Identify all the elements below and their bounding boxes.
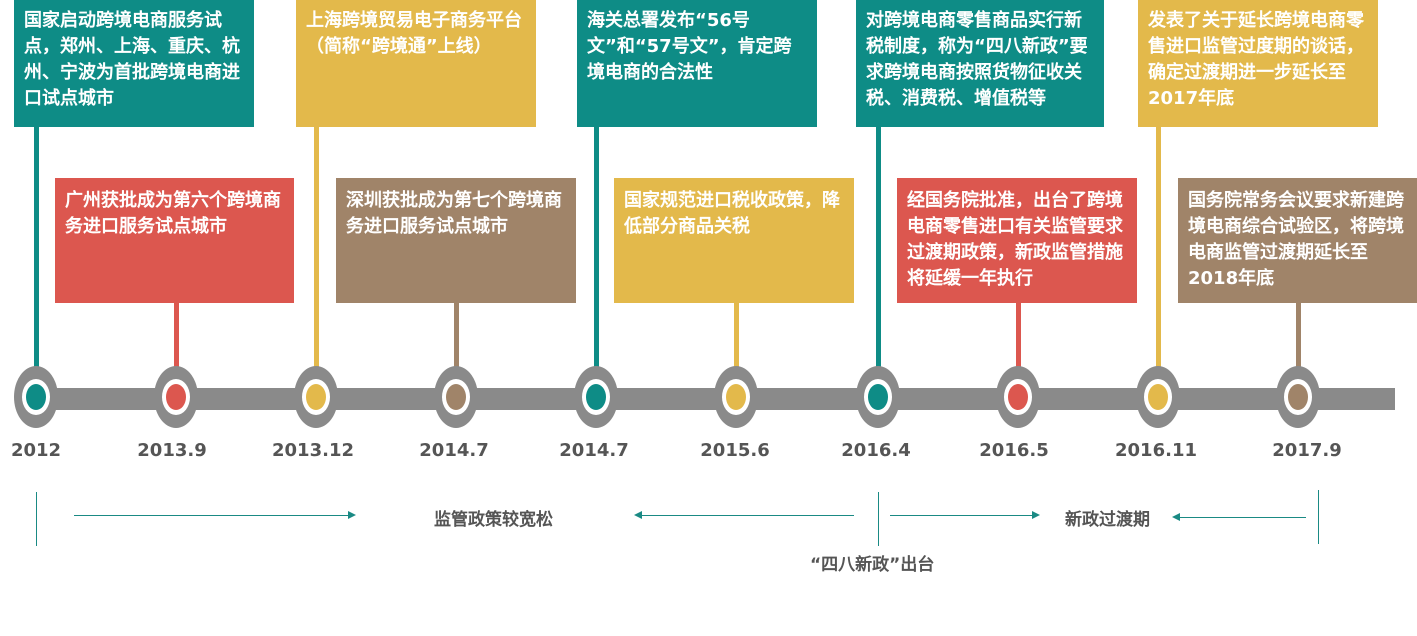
timeline-node (434, 366, 478, 428)
timeline-node (1136, 366, 1180, 428)
event-box-2014-7-b: 深圳获批成为第七个跨境商务进口服务试点城市 (336, 178, 576, 303)
period-arrow-line (74, 515, 348, 516)
period-arrow-line (642, 515, 854, 516)
connector-stem (734, 303, 739, 397)
timeline-node (574, 366, 618, 428)
timeline-node (294, 366, 338, 428)
connector-stem (314, 127, 319, 397)
connector-stem (454, 303, 459, 397)
connector-stem (174, 303, 179, 397)
event-box-2014-7-a: 海关总署发布“56号文”和“57号文”，肯定跨境电商的合法性 (577, 0, 817, 127)
date-label: 2015.6 (700, 440, 770, 461)
period-boundary-line (36, 492, 37, 546)
date-label: 2012 (10, 440, 62, 461)
event-box-2017-9: 国务院常务会议要求新建跨境电商综合试验区，将跨境电商监管过渡期延长至2018年底 (1178, 178, 1417, 303)
event-box-2016-5: 经国务院批准，出台了跨境电商零售进口有关监管要求过渡期政策，新政监管措施将延缓一… (897, 178, 1137, 303)
timeline-node (856, 366, 900, 428)
connector-stem (1016, 303, 1021, 397)
date-label: 2016.11 (1115, 440, 1197, 461)
connector-stem (34, 127, 39, 397)
event-box-2012: 国家启动跨境电商服务试点，郑州、上海、重庆、杭州、宁波为首批跨境电商进口试点城市 (14, 0, 254, 127)
arrow-left-icon (634, 511, 642, 519)
event-box-2013-12: 上海跨境贸易电子商务平台（简称“跨境通”上线） (296, 0, 536, 127)
event-box-2015-6: 国家规范进口税收政策，降低部分商品关税 (614, 178, 854, 303)
date-label: 2014.7 (419, 440, 489, 461)
date-label: 2014.7 (559, 440, 629, 461)
event-box-2016-11: 发表了关于延长跨境电商零售进口监管过度期的谈话，确定过渡期进一步延长至2017年… (1138, 0, 1378, 127)
date-label: 2013.9 (137, 440, 207, 461)
period-label-loose-regulation: 监管政策较宽松 (434, 510, 553, 530)
arrow-right-icon (348, 511, 356, 519)
event-box-2013-9: 广州获批成为第六个跨境商务进口服务试点城市 (55, 178, 294, 303)
timeline-node (154, 366, 198, 428)
period-arrow-line (1180, 517, 1306, 518)
date-label: 2017.9 (1272, 440, 1342, 461)
timeline-node (14, 366, 58, 428)
date-label: 2016.4 (841, 440, 911, 461)
period-boundary-line (1318, 490, 1319, 544)
date-label: 2013.12 (272, 440, 354, 461)
event-box-2016-4: 对跨境电商零售商品实行新税制度，称为“四八新政”要求跨境电商按照货物征收关税、消… (856, 0, 1104, 127)
period-label-transition: 新政过渡期 (1065, 510, 1150, 530)
timeline-node (1276, 366, 1320, 428)
arrow-right-icon (1032, 511, 1040, 519)
connector-stem (1296, 303, 1301, 397)
timeline-node (714, 366, 758, 428)
timeline-node (996, 366, 1040, 428)
arrow-left-icon (1172, 513, 1180, 521)
connector-stem (1156, 127, 1161, 397)
connector-stem (876, 127, 881, 397)
date-label: 2016.5 (979, 440, 1049, 461)
connector-stem (594, 127, 599, 397)
milestone-line (878, 492, 879, 546)
period-arrow-line (890, 515, 1032, 516)
milestone-label-new-policy: “四八新政”出台 (810, 555, 935, 575)
